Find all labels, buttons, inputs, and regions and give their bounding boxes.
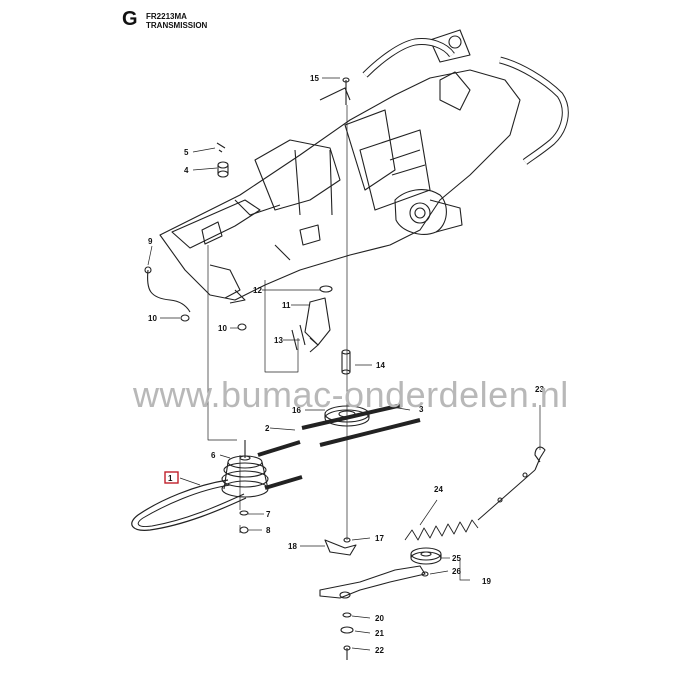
callout-15: 15	[310, 74, 319, 83]
callout-3: 3	[419, 405, 424, 414]
blade-part-2	[257, 440, 303, 490]
callout-6: 6	[211, 451, 216, 460]
callout-20: 20	[375, 614, 384, 623]
callout-11: 11	[282, 301, 291, 310]
callout-8: 8	[266, 526, 271, 535]
callout-25: 25	[452, 554, 461, 563]
callout-10b: 10	[218, 324, 227, 333]
callout-21: 21	[375, 629, 384, 638]
bolt-part-15	[342, 77, 350, 105]
watermark-text: www.bumac-onderdelen.nl	[133, 374, 569, 415]
handle-bar	[362, 38, 569, 165]
bushing-part-4	[217, 161, 229, 178]
bolt-part-8	[239, 526, 249, 534]
callout-22: 22	[375, 646, 384, 655]
section-letter: G	[122, 8, 138, 30]
nut-part-17	[343, 537, 351, 543]
callout-5: 5	[184, 148, 189, 157]
callout-18: 18	[288, 542, 297, 551]
pin-part-5	[216, 142, 226, 153]
callout-1-highlight: 1	[164, 471, 179, 484]
sleeve-part-14	[341, 349, 351, 375]
callout-7: 7	[266, 510, 271, 519]
bracket-parts-11-12-13	[291, 285, 333, 353]
callout-24: 24	[434, 485, 443, 494]
bracket-part-18	[324, 539, 357, 556]
callout-17: 17	[375, 534, 384, 543]
washer-part-20	[342, 612, 352, 618]
v-belt-part-1	[131, 479, 247, 531]
model-code: FR2213MA	[146, 12, 187, 21]
bolt-part-22	[343, 645, 351, 660]
cable-part-9	[144, 266, 191, 313]
callout-12: 12	[253, 286, 262, 295]
callout-23: 23	[535, 385, 544, 394]
idler-pulley-part-25	[410, 547, 442, 565]
callout-10a: 10	[148, 314, 157, 323]
callout-2: 2	[265, 424, 270, 433]
callout-1: 1	[168, 474, 173, 483]
diagram-title: TRANSMISSION	[146, 21, 208, 30]
washer-part-21	[340, 626, 354, 634]
spring-part-24	[404, 519, 479, 541]
nut-part-10b	[237, 323, 247, 331]
callout-16: 16	[292, 406, 301, 415]
callout-4: 4	[184, 166, 189, 175]
bolt-part-26	[421, 571, 429, 577]
cable-part-23	[477, 446, 546, 521]
nut-part-10a	[180, 314, 190, 322]
chassis-frame	[159, 29, 521, 304]
engine-pulley-part-6	[221, 440, 269, 498]
callout-19: 19	[482, 577, 491, 586]
blade-part-3	[301, 403, 421, 447]
callout-26: 26	[452, 567, 461, 576]
washer-part-7	[239, 510, 249, 516]
callout-14: 14	[376, 361, 385, 370]
idler-arm-part-19	[319, 565, 426, 599]
callout-9: 9	[148, 237, 153, 246]
callout-13: 13	[274, 336, 283, 345]
